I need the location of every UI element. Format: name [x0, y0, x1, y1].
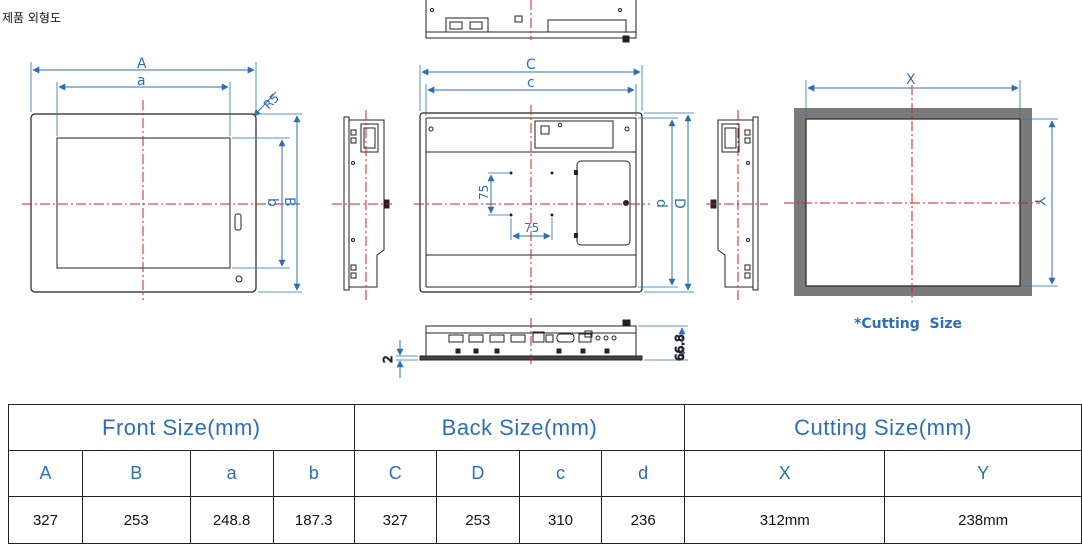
dim-C-label: C — [526, 57, 536, 73]
value-A: 327 — [8, 496, 83, 544]
header-d: d — [601, 450, 686, 497]
size-spec-table: Front Size(mm) Back Size(mm) Cutting Siz… — [8, 404, 1082, 544]
header-b: b — [272, 450, 355, 497]
dim-B-label: B — [281, 197, 297, 207]
dim-vesa-h-label: 75 — [524, 221, 539, 235]
dim-Y-label: Y — [1031, 196, 1047, 206]
value-C: 327 — [353, 496, 437, 544]
header-A: A — [8, 450, 83, 497]
dim-depth-label: 66.8 — [673, 334, 687, 361]
group-cutting-size: Cutting Size(mm) — [684, 404, 1082, 451]
top-view — [425, 0, 637, 43]
value-b: 187.3 — [272, 496, 355, 544]
dim-b-label: b — [264, 198, 280, 207]
cutting-size-caption: *Cutting Size — [854, 316, 962, 332]
front-button — [234, 213, 242, 231]
header-C: C — [353, 450, 437, 497]
table-group-row: Front Size(mm) Back Size(mm) Cutting Siz… — [8, 404, 1082, 451]
front-led — [235, 275, 243, 283]
header-Y: Y — [884, 450, 1082, 497]
header-X: X — [684, 450, 886, 497]
table-value-row: 327 253 248.8 187.3 327 253 310 236 312m… — [8, 496, 1082, 544]
left-side-view — [332, 110, 392, 300]
dim-a-label: a — [137, 73, 146, 89]
dim-vesa-v-label: 75 — [477, 185, 491, 200]
dim-X-label: X — [906, 72, 916, 88]
group-front-size: Front Size(mm) — [8, 404, 355, 451]
header-a: a — [189, 450, 274, 497]
value-Y: 238mm — [884, 496, 1082, 544]
bottom-view: 66.8 2 — [381, 318, 688, 378]
outline-drawing: A a R5 b B — [22, 0, 1058, 378]
dim-A-label: A — [137, 56, 147, 72]
header-c: c — [518, 450, 603, 497]
group-back-size: Back Size(mm) — [353, 404, 686, 451]
back-view: 75 75 C c d D — [414, 57, 694, 300]
value-X: 312mm — [684, 496, 886, 544]
value-d: 236 — [601, 496, 686, 544]
header-B: B — [81, 450, 191, 497]
dim-D-label: D — [671, 198, 687, 209]
value-D: 253 — [435, 496, 520, 544]
cutting-view: X Y *Cutting Size — [784, 72, 1058, 332]
value-a: 248.8 — [189, 496, 274, 544]
right-side-view — [706, 110, 768, 300]
value-B: 253 — [81, 496, 191, 544]
dim-R5-label: R5 — [261, 91, 282, 112]
header-D: D — [435, 450, 520, 497]
table-header-row: A B a b C D c d X Y — [8, 450, 1082, 497]
dim-lip-label: 2 — [381, 355, 395, 363]
dim-d-label: d — [653, 199, 669, 208]
drawing-title: 제품 외형도 — [2, 11, 62, 25]
front-view: A a R5 b B — [22, 56, 302, 300]
value-c: 310 — [518, 496, 603, 544]
dim-c-label: c — [527, 75, 535, 91]
